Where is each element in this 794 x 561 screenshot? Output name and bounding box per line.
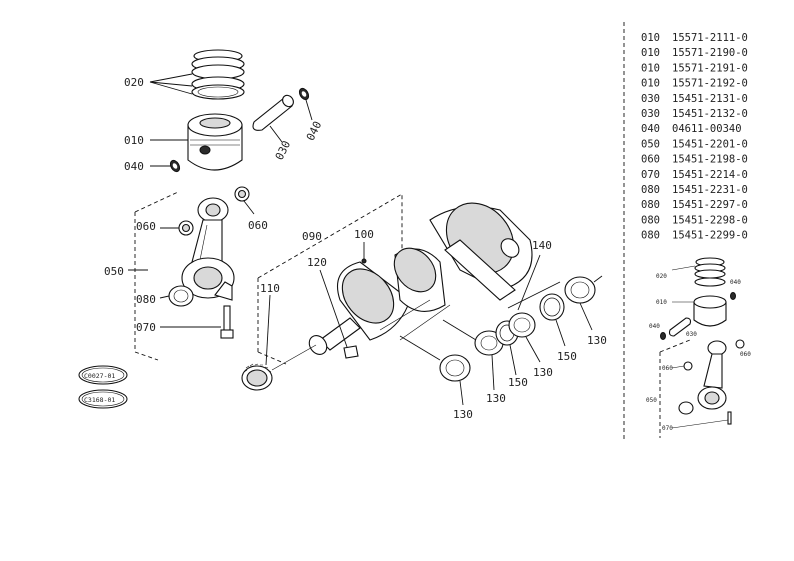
parts-list-ref: 050 — [641, 138, 660, 150]
parts-list-row: 050 15451-2201-0 — [641, 138, 748, 150]
stamp-2-text: C3168-01 — [84, 396, 115, 404]
callout-090: 090 — [302, 230, 322, 243]
parts-list-part-number: 15571-2111-0 — [672, 32, 748, 44]
inset-callout-010: 010 — [656, 299, 667, 306]
callout-130-d: 130 — [587, 334, 607, 347]
inset-callout-030: 030 — [686, 331, 697, 338]
callout-140: 140 — [532, 239, 552, 252]
parts-list-ref: 080 — [641, 230, 660, 242]
piston-rings — [191, 49, 245, 100]
conrod-bolt — [220, 305, 234, 339]
crankshaft — [308, 202, 533, 355]
stamp-2: C3168-01 — [78, 389, 128, 409]
callout-010: 010 — [124, 134, 144, 147]
parts-list-row: 080 15451-2231-0 — [641, 184, 748, 196]
small-end-bush-right — [234, 186, 250, 202]
stamp-1: C0027-01 — [78, 365, 128, 385]
callout-080: 080 — [136, 293, 156, 306]
parts-list-part-number: 15451-2201-0 — [672, 138, 748, 150]
parts-list-row: 010 15571-2190-0 — [641, 47, 748, 59]
inset-callout-060-left: 060 — [662, 365, 673, 372]
parts-list-part-number: 15451-2198-0 — [672, 154, 748, 166]
piston — [187, 113, 243, 171]
parts-list-row: 080 15451-2298-0 — [641, 214, 748, 226]
main-bearing-4 — [564, 276, 596, 304]
small-end-bush-left — [178, 220, 194, 236]
main-bearing-3 — [508, 312, 536, 338]
crankshaft-gear — [241, 363, 273, 391]
inset-callout-050: 050 — [646, 397, 657, 404]
parts-list-row: 080 15451-2297-0 — [641, 199, 748, 211]
parts-list-ref: 010 — [641, 32, 660, 44]
parts-list-ref: 010 — [641, 47, 660, 59]
main-bearing-1 — [439, 354, 471, 382]
parts-list-part-number: 15571-2192-0 — [672, 78, 748, 90]
inset-callout-040-left: 040 — [649, 323, 660, 330]
callout-120: 120 — [307, 256, 327, 269]
callout-110: 110 — [260, 282, 280, 295]
callout-130-c: 130 — [533, 366, 553, 379]
parts-list-ref: 070 — [641, 169, 660, 181]
circlip-left — [169, 159, 181, 173]
callout-030: 030 — [273, 139, 293, 163]
inset-diagram — [659, 257, 745, 438]
callout-150-a: 150 — [508, 376, 528, 389]
parts-list-part-number: 15571-2190-0 — [672, 47, 748, 59]
parts-list-row: 070 15451-2214-0 — [641, 169, 748, 181]
parts-list-ref: 030 — [641, 108, 660, 120]
parts-list-part-number: 15451-2299-0 — [672, 230, 748, 242]
callout-100: 100 — [354, 228, 374, 241]
parts-list-row: 030 15451-2131-0 — [641, 93, 748, 105]
callout-020: 020 — [124, 76, 144, 89]
crankshaft-key — [343, 345, 359, 359]
inset-callout-060-right: 060 — [740, 351, 751, 358]
callout-070: 070 — [136, 321, 156, 334]
parts-list-ref: 010 — [641, 62, 660, 74]
parts-list-part-number: 15571-2191-0 — [672, 62, 748, 74]
parts-list-row: 010 15571-2111-0 — [641, 32, 748, 44]
parts-list-ref: 040 — [641, 123, 660, 135]
callout-130-b: 130 — [486, 392, 506, 405]
parts-list-row: 040 04611-00340 — [641, 123, 742, 135]
inset-callout-020: 020 — [656, 273, 667, 280]
callout-050: 050 — [104, 265, 124, 278]
crankshaft-group-bracket — [257, 193, 403, 279]
parts-list: 010 15571-2111-0 010 15571-2190-0 010 15571-2… — [641, 32, 748, 242]
parts-list-ref: 080 — [641, 184, 660, 196]
parts-list-row: 010 15571-2192-0 — [641, 78, 748, 90]
parts-list-row: 010 15571-2191-0 — [641, 62, 748, 74]
parts-list-ref: 080 — [641, 214, 660, 226]
parts-list-part-number: 15451-2297-0 — [672, 199, 748, 211]
parts-list-row: 030 15451-2132-0 — [641, 108, 748, 120]
thrust-washer-2 — [539, 293, 565, 321]
inset-callout-070: 070 — [662, 425, 673, 432]
callout-060-left: 060 — [136, 220, 156, 233]
parts-list-row: 080 15451-2299-0 — [641, 230, 748, 242]
parts-list-part-number: 15451-2231-0 — [672, 184, 748, 196]
parts-list-ref: 080 — [641, 199, 660, 211]
connecting-rod — [181, 197, 235, 301]
parts-list-part-number: 15451-2214-0 — [672, 169, 748, 181]
callout-040-left: 040 — [124, 160, 144, 173]
parts-list-part-number: 15451-2132-0 — [672, 108, 748, 120]
callout-130-a: 130 — [453, 408, 473, 421]
parts-list-ref: 030 — [641, 93, 660, 105]
inset-callout-040-top: 040 — [730, 279, 741, 286]
parts-list-part-number: 04611-00340 — [672, 123, 742, 135]
parts-list-part-number: 15451-2298-0 — [672, 214, 748, 226]
conrod-bearing — [168, 285, 194, 307]
parts-list-row: 060 15451-2198-0 — [641, 154, 748, 166]
parts-list-ref: 060 — [641, 154, 660, 166]
circlip-top — [298, 87, 310, 101]
stamp-1-text: C0027-01 — [84, 372, 115, 380]
piston-pin — [252, 94, 294, 131]
parts-list-ref: 010 — [641, 78, 660, 90]
callout-060-right: 060 — [248, 219, 268, 232]
parts-list-part-number: 15451-2131-0 — [672, 93, 748, 105]
callout-150-b: 150 — [557, 350, 577, 363]
main-bearing-2 — [474, 330, 504, 356]
callout-040-top: 040 — [304, 119, 324, 143]
